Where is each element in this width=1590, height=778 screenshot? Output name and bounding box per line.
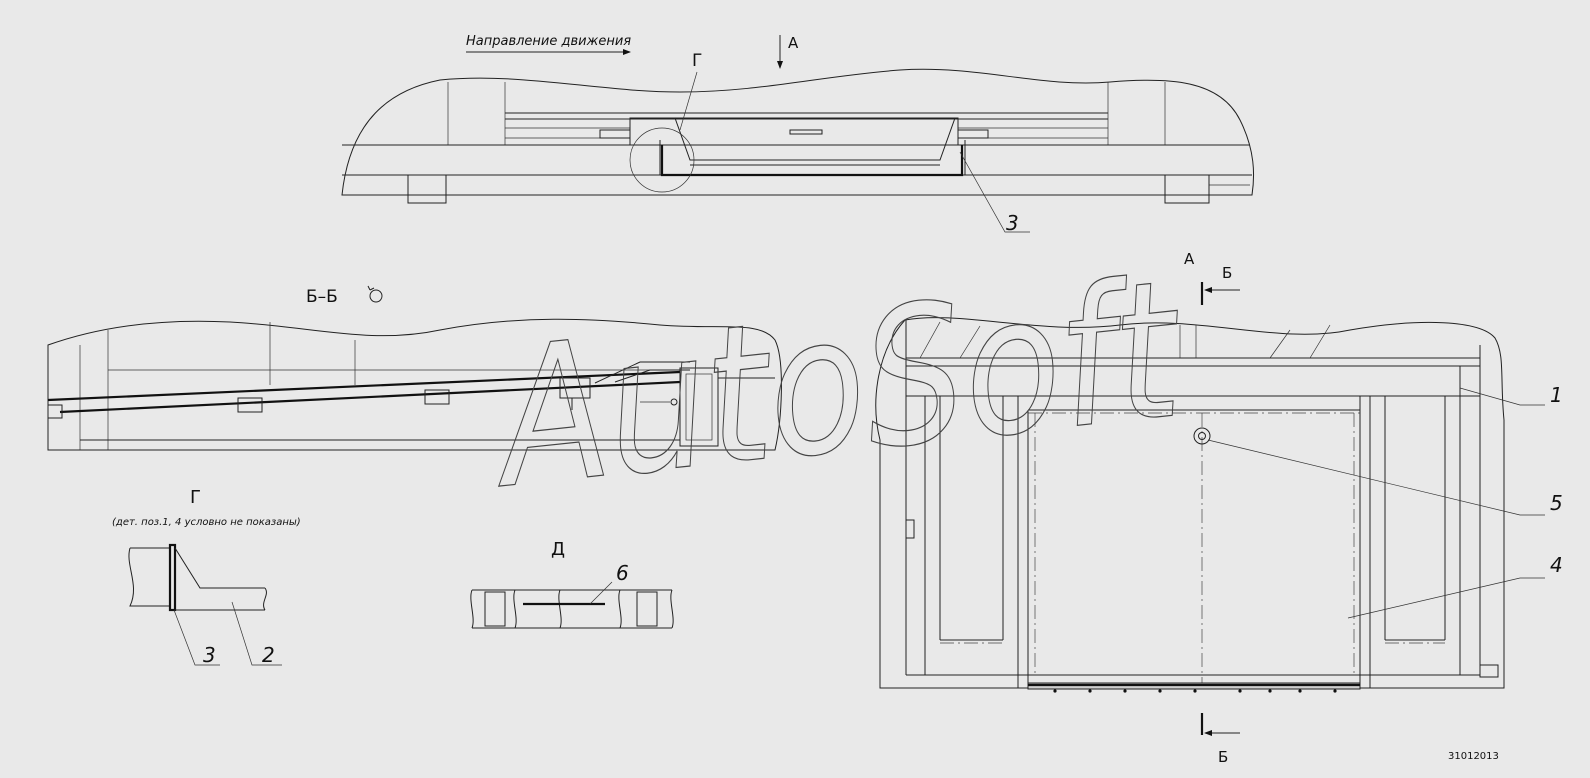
drawing-number: 31012013	[1448, 751, 1499, 762]
detail-g-note: (дет. поз.1, 4 условно не показаны)	[112, 517, 301, 528]
view-a-right-label: А	[1184, 250, 1195, 268]
detail-d-drawing	[470, 581, 674, 629]
direction-label: Направление движения	[466, 34, 631, 49]
detail-g-drawing	[128, 543, 282, 666]
section-b-bottom-label: Б	[1218, 748, 1228, 766]
section-bb-label: Б–Б	[306, 287, 338, 307]
view-a-top-label: А	[788, 34, 799, 52]
view-g-top-label: Г	[692, 51, 702, 71]
section-b-top-label: Б	[1222, 264, 1232, 282]
rivet-row	[1053, 689, 1337, 693]
rotation-circle-icon	[367, 285, 383, 303]
callout-1: 1	[1550, 383, 1563, 407]
callout-2-detail: 2	[262, 643, 275, 667]
callout-4: 4	[1550, 553, 1563, 577]
section-bb	[47, 318, 782, 451]
view-a-right	[875, 317, 1505, 690]
detail-g-title: Г	[190, 487, 201, 508]
top-view	[341, 68, 1255, 204]
detail-d-title: Д	[551, 539, 565, 560]
callout-3-top: 3	[1006, 211, 1019, 235]
callout-3-detail: 3	[203, 643, 216, 667]
watermark: AutoSoft	[480, 239, 1194, 531]
callout-6: 6	[616, 561, 629, 585]
callout-5: 5	[1550, 491, 1563, 515]
